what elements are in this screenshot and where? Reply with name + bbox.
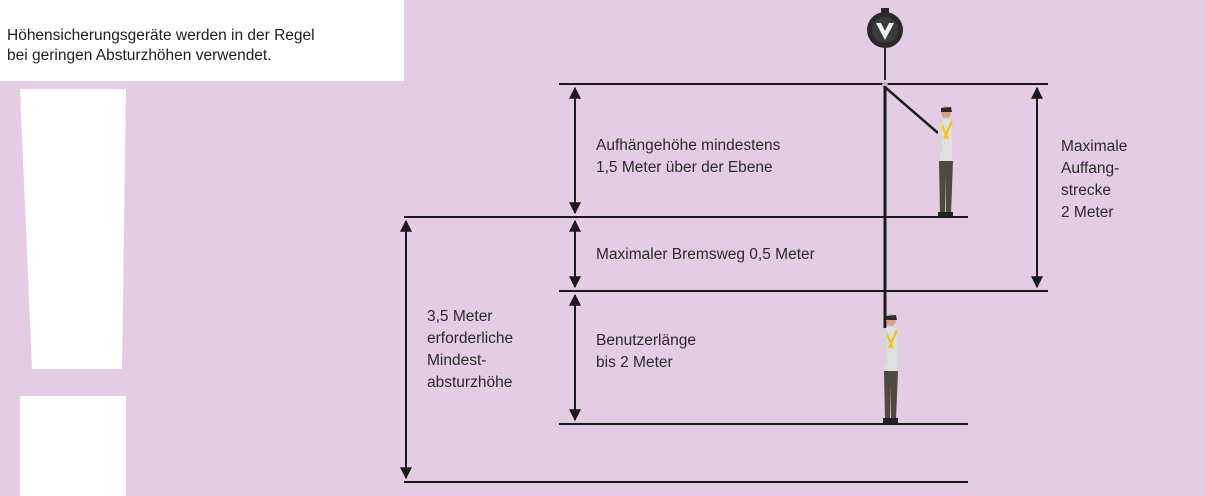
min-fall-height-label: 3,5 Meter erforderliche Mindest- absturz… — [427, 306, 513, 394]
lanyard-to-top-worker — [885, 87, 939, 134]
user-length-line-1: Benutzerlänge — [596, 332, 696, 349]
arrest-distance-label: Maximale Auffang- strecke 2 Meter — [1061, 136, 1127, 224]
user-length-line-2: bis 2 Meter — [596, 354, 673, 371]
intro-note: Höhensicherungsgeräte werden in der Rege… — [0, 0, 404, 81]
min-fall-height-line-4: absturzhöhe — [427, 374, 513, 391]
intro-line-2: bei geringen Absturzhöhen verwendet. — [7, 47, 272, 64]
arrest-distance-line-2: Auffang- — [1061, 160, 1120, 177]
intro-line-1: Höhensicherungsgeräte werden in der Rege… — [7, 27, 315, 44]
anchor-height-line-2: 1,5 Meter über der Ebene — [596, 159, 773, 176]
anchor-height-label: Aufhängehöhe mindestens 1,5 Meter über d… — [596, 135, 780, 179]
min-fall-height-line-3: Mindest- — [427, 352, 487, 369]
exclamation-mark-icon — [0, 81, 127, 496]
retractable-fall-arrester-icon — [867, 8, 903, 88]
braking-distance-label: Maximaler Bremsweg 0,5 Meter — [596, 246, 815, 263]
worker-top-icon — [938, 106, 954, 217]
arrest-distance-line-4: 2 Meter — [1061, 204, 1114, 221]
anchor-height-line-1: Aufhängehöhe mindestens — [596, 137, 781, 154]
user-length-label: Benutzerlänge bis 2 Meter — [596, 330, 696, 374]
min-fall-height-line-1: 3,5 Meter — [427, 308, 493, 325]
arrest-distance-line-3: strecke — [1061, 182, 1111, 199]
worker-bottom-icon — [883, 314, 899, 423]
arrest-distance-line-1: Maximale — [1061, 138, 1128, 155]
min-fall-height-line-2: erforderliche — [427, 330, 514, 347]
